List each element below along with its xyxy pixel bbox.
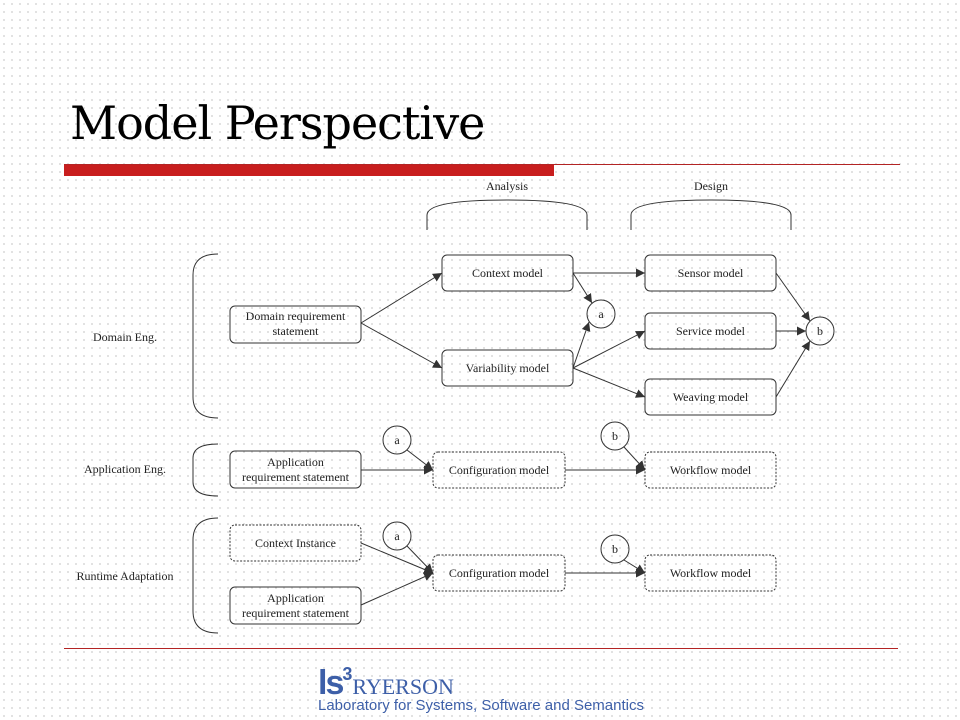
- brace-runtime: [192, 517, 219, 634]
- svg-text:Weaving model: Weaving model: [673, 390, 749, 404]
- node-runtime-configuration-model: Configuration model: [432, 554, 566, 592]
- node-workflow-model: Workflow model: [644, 451, 777, 489]
- node-sensor-model: Sensor model: [644, 254, 777, 292]
- svg-text:Domain requirement: Domain requirement: [246, 309, 346, 323]
- title-rule-thick: [64, 165, 554, 176]
- brace-design: [630, 199, 792, 230]
- node-service-model: Service model: [644, 312, 777, 350]
- logo-superscript: 3: [342, 664, 353, 684]
- footer-subtitle: Laboratory for Systems, Software and Sem…: [318, 697, 644, 714]
- phase-label-analysis: Analysis: [486, 179, 528, 193]
- svg-text:a: a: [394, 529, 400, 543]
- svg-text:a: a: [394, 433, 400, 447]
- connector-runtime-a: a: [382, 521, 412, 551]
- node-application-requirement: Application requirement statement: [229, 450, 362, 489]
- footer-rule: [64, 648, 898, 649]
- svg-text:Application: Application: [267, 455, 324, 469]
- svg-text:b: b: [612, 542, 618, 556]
- node-context-instance: Context Instance: [229, 524, 362, 562]
- svg-text:Workflow model: Workflow model: [670, 463, 752, 477]
- svg-text:Variability model: Variability model: [466, 361, 550, 375]
- row-label-runtime: Runtime Adaptation: [77, 569, 174, 583]
- svg-text:b: b: [817, 324, 823, 338]
- svg-text:Service model: Service model: [676, 324, 746, 338]
- ls3-ryerson-logo: ls3RYERSON: [318, 664, 454, 703]
- svg-text:Context model: Context model: [472, 266, 544, 280]
- svg-text:requirement statement: requirement statement: [242, 470, 350, 484]
- brace-domain: [192, 253, 219, 419]
- connector-runtime-b: b: [600, 534, 630, 564]
- title-rule-thin: [64, 164, 900, 165]
- svg-text:Configuration model: Configuration model: [449, 463, 550, 477]
- brace-analysis: [426, 199, 588, 230]
- node-runtime-application-requirement: Application requirement statement: [229, 586, 362, 625]
- connector-app-a: a: [382, 425, 412, 455]
- node-runtime-workflow-model: Workflow model: [644, 554, 777, 592]
- svg-text:Configuration model: Configuration model: [449, 566, 550, 580]
- svg-text:statement: statement: [273, 324, 320, 338]
- svg-text:Workflow model: Workflow model: [670, 566, 752, 580]
- node-weaving-model: Weaving model: [644, 378, 777, 416]
- connector-app-b: b: [600, 421, 630, 451]
- runtime-arrows: [360, 542, 646, 606]
- svg-text:Sensor model: Sensor model: [678, 266, 744, 280]
- node-configuration-model: Configuration model: [432, 451, 566, 489]
- node-variability-model: Variability model: [441, 349, 574, 387]
- connector-b: b: [805, 316, 835, 346]
- logo-ryerson-text: RYERSON: [352, 674, 454, 699]
- svg-text:requirement statement: requirement statement: [242, 606, 350, 620]
- logo-ls-text: ls: [318, 664, 344, 702]
- svg-text:Application: Application: [267, 591, 324, 605]
- phase-label-design: Design: [694, 179, 728, 193]
- svg-text:b: b: [612, 429, 618, 443]
- brace-application: [192, 443, 219, 497]
- node-context-model: Context model: [441, 254, 574, 292]
- node-domain-requirement: Domain requirement statement: [229, 305, 362, 344]
- svg-text:a: a: [598, 307, 604, 321]
- row-label-application: Application Eng.: [84, 462, 166, 476]
- slide-title: Model Perspective: [70, 96, 485, 150]
- row-label-domain: Domain Eng.: [93, 330, 157, 344]
- connector-a: a: [586, 299, 616, 329]
- domain-arrows: [360, 268, 811, 398]
- application-arrows: [361, 446, 646, 475]
- svg-text:Context Instance: Context Instance: [255, 536, 336, 550]
